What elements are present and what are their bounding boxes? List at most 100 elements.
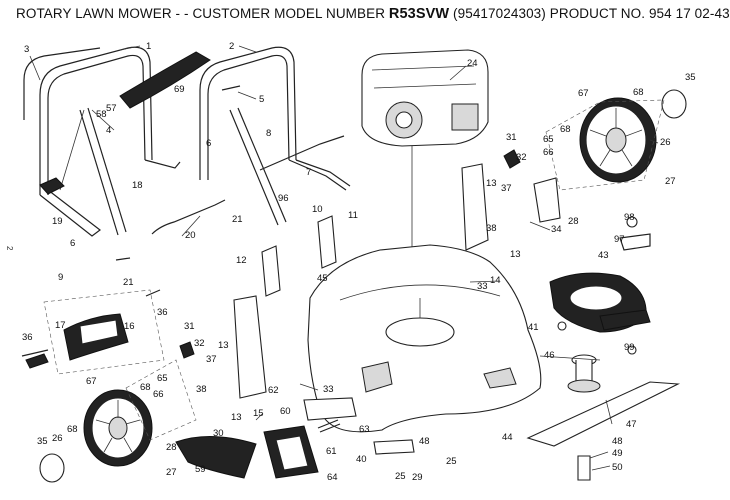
callout-label: 13: [486, 178, 497, 189]
callout-label: 21: [123, 277, 134, 288]
callout-label: 37: [501, 183, 512, 194]
callout-label: 60: [280, 406, 291, 417]
callout-label: 10: [312, 204, 323, 215]
callout-label: 14: [490, 275, 501, 286]
blade-bolt: [577, 455, 591, 481]
callout-label: 65: [157, 373, 168, 384]
callout-label: 43: [598, 250, 609, 261]
callout-label: 98: [624, 212, 635, 223]
knob-31: [503, 149, 521, 169]
discharge-flap-inner: [275, 435, 309, 471]
upper-handle-left: [39, 46, 153, 237]
callout-label: 67: [578, 88, 589, 99]
callout-label: 6: [70, 238, 75, 249]
callout-label: 66: [543, 147, 554, 158]
callout-label: 13: [218, 340, 229, 351]
callout-label: 17: [55, 320, 66, 331]
callout-label: 18: [132, 180, 143, 191]
leader-lines: [29, 45, 659, 471]
bracket-60: [303, 397, 357, 421]
callout-label: 12: [236, 255, 247, 266]
wheel-front-left: [83, 389, 153, 467]
callout-label: 13: [231, 412, 242, 423]
callout-label: 25: [446, 456, 457, 467]
callout-label: 32: [516, 152, 527, 163]
callout-label: 30: [213, 428, 224, 439]
callout-label: 9: [58, 272, 63, 283]
callout-label: 33: [477, 281, 488, 292]
callout-label: 68: [633, 87, 644, 98]
callout-label: 61: [326, 446, 337, 457]
callout-label: 2: [229, 41, 234, 52]
callout-label: 63: [359, 424, 370, 435]
bracket-34: [533, 177, 561, 223]
callout-label: 97: [614, 234, 625, 245]
callout-label: 44: [502, 432, 513, 443]
callout-label: 25: [395, 471, 406, 482]
callout-label: 41: [528, 322, 539, 333]
exploded-view-diagram: 1 2 3 4 5 6 6 7 8 9 10 11 12 13 13 13 13…: [21, 41, 696, 483]
callout-label: 35: [685, 72, 696, 83]
callout-label: 37: [206, 354, 217, 365]
callout-label: 62: [268, 385, 279, 396]
rear-door-assembly: [43, 289, 165, 375]
callout-label: 46: [544, 350, 555, 361]
callout-label: 50: [612, 462, 623, 473]
bolt-5: [221, 85, 241, 91]
callout-label: 34: [551, 224, 562, 235]
callout-label: 28: [166, 442, 177, 453]
control-bail: [23, 47, 101, 120]
callout-label: 68: [560, 124, 571, 135]
model-number: R53SVW: [388, 6, 450, 22]
knob-31b: [179, 341, 195, 359]
callout-label: 65: [543, 134, 554, 145]
callout-label: 58: [96, 109, 107, 120]
callout-label: 96: [278, 193, 289, 204]
hubcap-left: [39, 453, 65, 483]
callout-label: 8: [266, 128, 271, 139]
callout-label: 66: [153, 389, 164, 400]
callout-label: 27: [166, 467, 177, 478]
mower-blade: [526, 381, 681, 447]
hubcap-right: [661, 89, 687, 119]
callout-label: 47: [626, 419, 637, 430]
bolt-41: [557, 321, 567, 331]
parts-diagram-page: ROTARY LAWN MOWER - - CUSTOMER MODEL NUM…: [5, 6, 730, 483]
callout-label: 24: [467, 58, 478, 69]
title-suffix: (95417024303) PRODUCT NO. 954 17 02-43: [449, 6, 730, 21]
spring-61: [317, 419, 341, 433]
pin-36b: [21, 349, 49, 357]
wheel-rear-right: [579, 97, 657, 183]
callout-label: 35: [37, 436, 48, 447]
callout-label: 31: [506, 132, 517, 143]
callout-label: 28: [568, 216, 579, 227]
callout-label: 21: [232, 214, 243, 225]
callout-label: 49: [612, 448, 623, 459]
callout-label: 67: [86, 376, 97, 387]
callout-label: 48: [419, 436, 430, 447]
callout-label: 7: [306, 167, 311, 178]
title-prefix: ROTARY LAWN MOWER - - CUSTOMER MODEL NUM…: [16, 6, 389, 21]
callout-label: 26: [52, 433, 63, 444]
bolt-21: [115, 257, 131, 261]
callout-label: 5: [259, 94, 264, 105]
wheel-hardware-box-right: [545, 99, 665, 191]
callout-label: 13: [510, 249, 521, 260]
callout-label: 27: [665, 176, 676, 187]
callout-label: 64: [327, 472, 338, 483]
page-title: ROTARY LAWN MOWER - - CUSTOMER MODEL NUM…: [16, 6, 730, 22]
mulch-cover: [175, 436, 257, 479]
callout-label: 38: [196, 384, 207, 395]
height-adjust-rod: [151, 199, 226, 235]
callout-label: 15: [253, 408, 264, 419]
callout-label: 45: [317, 273, 328, 284]
callout-label: 6: [206, 138, 211, 149]
callout-label: 99: [624, 342, 635, 353]
callout-label: 36: [22, 332, 33, 343]
callout-label: 11: [348, 210, 358, 221]
callout-label: 26: [660, 137, 671, 148]
adjust-bracket-12: [261, 245, 281, 297]
callout-label: 4: [106, 125, 111, 136]
callout-label: 20: [185, 230, 196, 241]
control-cable: [59, 109, 85, 191]
